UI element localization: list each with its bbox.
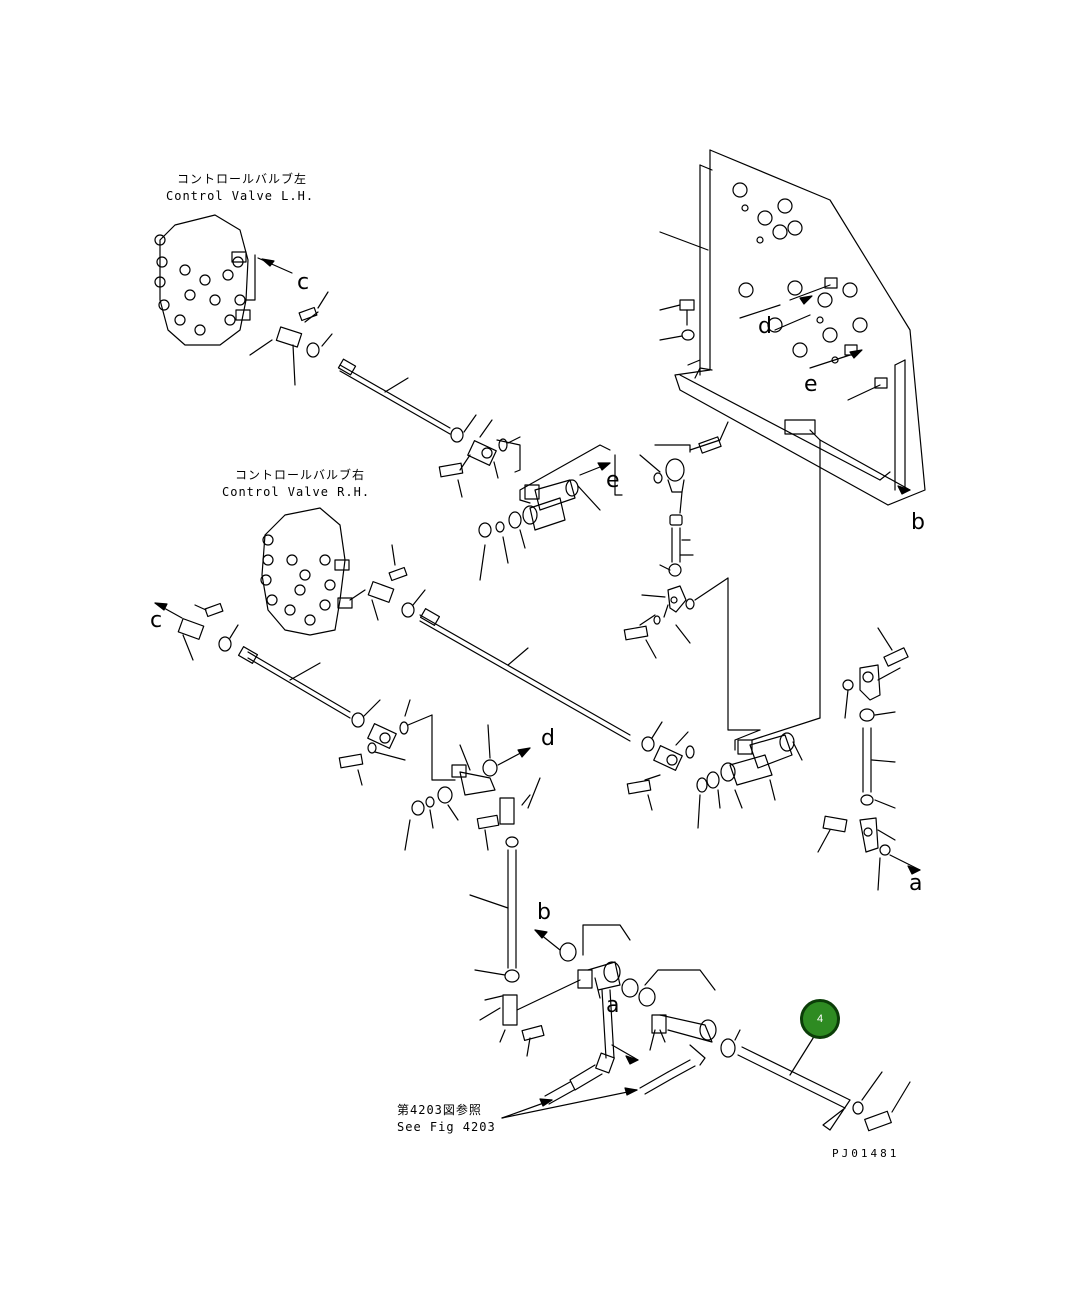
ref-letter-c-upper: c (297, 270, 310, 295)
ref-letter-e-upper: e (804, 372, 818, 397)
part-callout-4[interactable]: 4 (800, 999, 840, 1039)
control-valve-right-label-jp: コントロールバルブ右 (235, 468, 366, 482)
drawing-code: PJ01481 (832, 1147, 900, 1160)
ref-letter-e-lower: e (606, 468, 620, 493)
ref-letter-b-lower: b (537, 900, 551, 925)
see-fig-label-en: See Fig 4203 (397, 1120, 496, 1134)
control-valve-left (154, 214, 251, 346)
control-valve-left-label-en: Control Valve L.H. (166, 189, 315, 203)
see-fig-label-jp: 第4203図参照 (397, 1103, 482, 1117)
control-valve-left-label-jp: コントロールバルブ左 (177, 172, 308, 186)
control-valve-right (260, 507, 353, 636)
ref-letter-a-lower: a (606, 993, 620, 1018)
ref-letter-b-upper: b (911, 510, 925, 535)
ref-letter-d-lower: d (541, 726, 555, 751)
part-callout-number: 4 (816, 1013, 824, 1025)
ref-letter-a-right: a (909, 871, 923, 896)
control-valve-right-label-en: Control Valve R.H. (222, 485, 371, 499)
ref-letter-c-lower: c (150, 608, 163, 633)
mounting-bracket (674, 149, 926, 506)
ref-bracket-c1 (244, 254, 256, 301)
ref-letter-d-upper: d (758, 314, 772, 339)
